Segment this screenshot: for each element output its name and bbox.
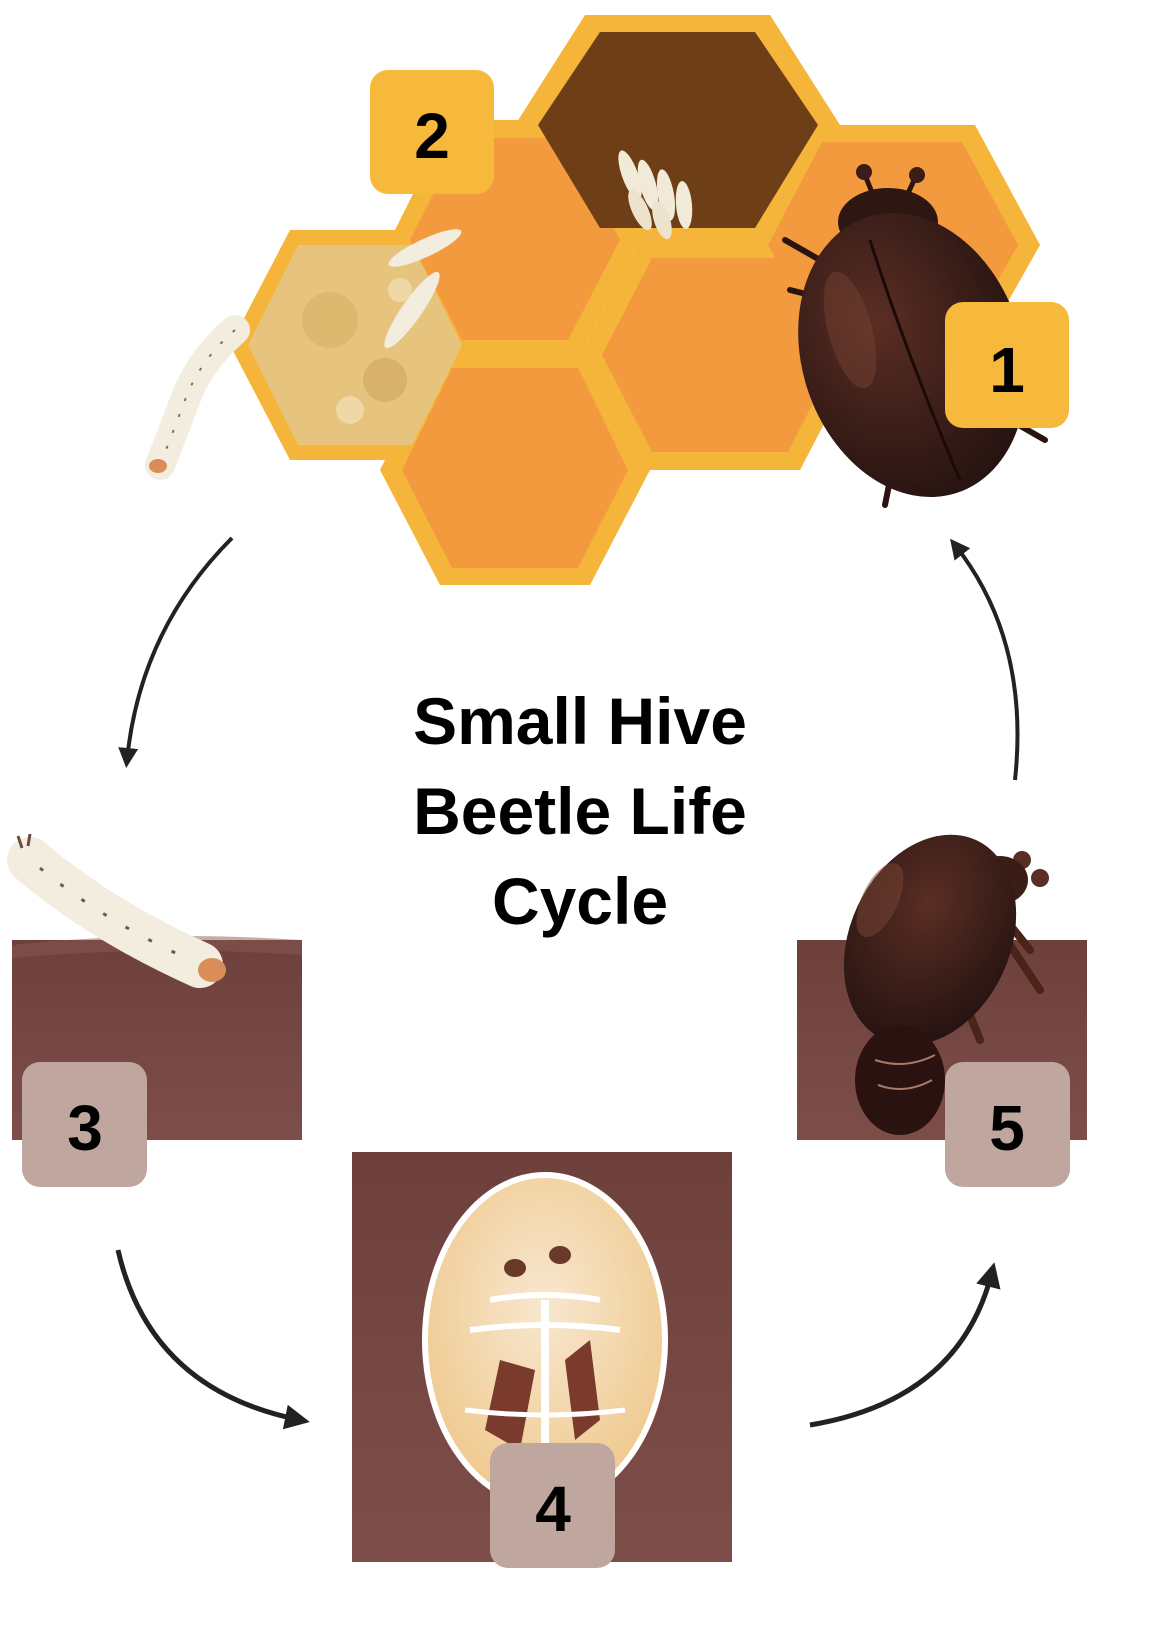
- arrow-stage2-to-stage3: [127, 538, 232, 760]
- stage-number-5: 5: [989, 1092, 1025, 1164]
- stage-number-1: 1: [989, 334, 1025, 406]
- large-larva: [149, 330, 235, 473]
- diagram-title-line-3: Cycle: [330, 868, 830, 934]
- stage-number-2: 2: [414, 100, 450, 172]
- stage-badge-2: 2: [370, 70, 494, 194]
- stage-badge-5: 5: [945, 1062, 1070, 1187]
- stage-number-3: 3: [67, 1092, 103, 1164]
- stage-badge-4: 4: [490, 1443, 615, 1568]
- arrow-stage4-to-stage5: [810, 1272, 992, 1425]
- diagram-title-line-2: Beetle Life: [330, 778, 830, 844]
- arrow-stage5-to-stage1: [955, 545, 1018, 780]
- stage-badge-1: 1: [945, 302, 1069, 428]
- stage-number-4: 4: [535, 1473, 571, 1545]
- stage-badge-3: 3: [22, 1062, 147, 1187]
- diagram-title-line-1: Small Hive: [330, 688, 830, 754]
- arrow-stage3-to-stage4: [118, 1250, 300, 1420]
